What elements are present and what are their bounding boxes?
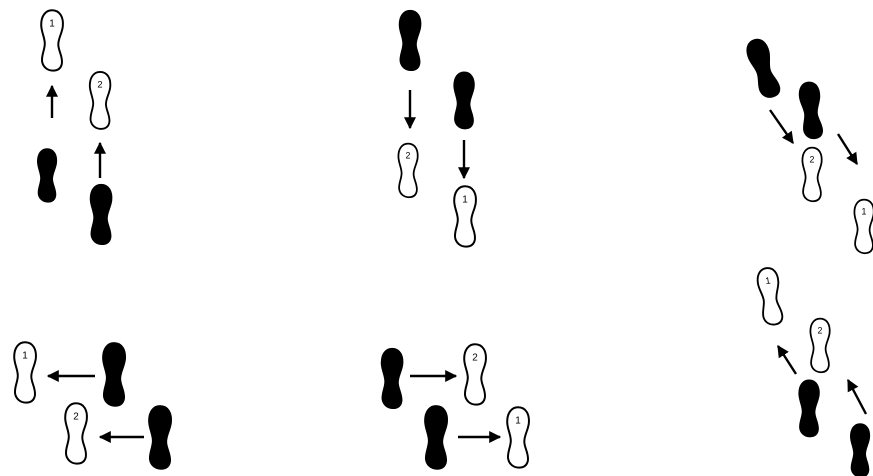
panel-forward: 1 2 (37, 9, 113, 246)
step-number: 1 (462, 194, 468, 205)
outline-footprint: 1 (853, 198, 873, 255)
outline-footprint: 1 (453, 185, 477, 248)
panel-diagonal-forward-left: 1 2 (755, 265, 871, 476)
outline-footprint: 1 (506, 406, 530, 469)
step-number: 2 (472, 352, 478, 363)
solid-footprint (798, 379, 820, 438)
outline-footprint: 2 (463, 343, 487, 406)
step-number: 1 (862, 207, 867, 217)
step-number: 2 (406, 151, 411, 161)
solid-footprint (398, 9, 422, 72)
arrow-up-left-icon (846, 378, 868, 415)
outline-footprint: 2 (397, 142, 419, 199)
solid-footprint (424, 405, 449, 470)
outline-footprint: 2 (801, 146, 823, 203)
step-number: 2 (97, 80, 102, 90)
solid-footprint (453, 71, 475, 130)
outline-footprint: 1 (755, 265, 786, 327)
outline-footprint: 2 (64, 402, 88, 465)
outline-footprint: 2 (88, 71, 112, 130)
solid-footprint (743, 35, 784, 101)
solid-footprint (89, 183, 113, 246)
solid-footprint (37, 148, 58, 203)
panel-side-left: 1 2 (13, 341, 173, 470)
step-number: 1 (765, 276, 772, 287)
panel-backward: 2 1 (397, 9, 477, 248)
outline-footprint: 1 (13, 341, 37, 404)
arrow-up-left-icon (776, 344, 798, 375)
step-number: 1 (22, 350, 28, 361)
step-number: 2 (73, 411, 79, 422)
step-number: 1 (49, 18, 55, 29)
solid-footprint (797, 80, 825, 141)
arrow-down-right-icon (769, 109, 794, 144)
step-number: 1 (515, 415, 521, 426)
outline-footprint: 2 (809, 317, 831, 374)
step-number: 2 (818, 326, 823, 336)
solid-footprint (148, 405, 173, 470)
panel-side-right: 2 1 (380, 343, 530, 470)
arrow-down-right-icon (836, 133, 859, 166)
solid-footprint (102, 342, 127, 407)
panel-diagonal-back-right: 2 1 (743, 35, 873, 255)
step-number: 2 (810, 155, 815, 165)
solid-footprint (380, 347, 404, 410)
outline-footprint: 1 (40, 9, 64, 72)
solid-footprint (850, 423, 871, 476)
